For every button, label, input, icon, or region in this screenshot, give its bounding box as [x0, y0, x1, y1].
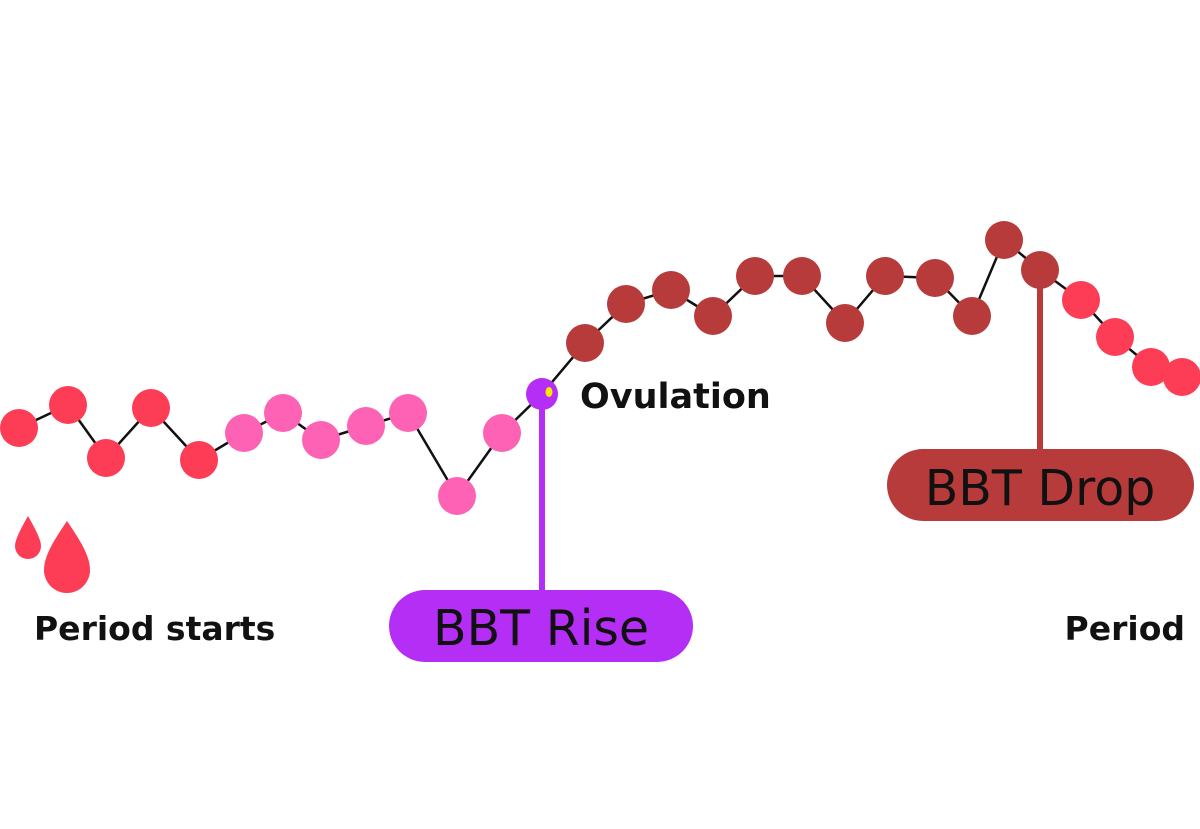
bbt-rise-badge: BBT Rise — [389, 590, 693, 662]
data-point-period — [1062, 281, 1100, 319]
bbt-drop-badge: BBT Drop — [887, 449, 1194, 521]
data-point-period — [1132, 348, 1170, 386]
data-point-period — [0, 409, 38, 447]
data-point-luteal — [652, 271, 690, 309]
data-point-luteal — [607, 285, 645, 323]
data-point-follicular — [264, 394, 302, 432]
data-point-luteal — [953, 297, 991, 335]
bbt-rise-label: BBT Rise — [433, 600, 649, 657]
data-point-period — [132, 389, 170, 427]
data-point-follicular — [225, 414, 263, 452]
data-point-period — [1096, 318, 1134, 356]
data-point-luteal — [826, 304, 864, 342]
data-point-period — [49, 386, 87, 424]
data-point-follicular — [389, 394, 427, 432]
bbt-rise-pill — [389, 590, 693, 662]
data-point-follicular — [438, 477, 476, 515]
data-point-luteal — [985, 221, 1023, 259]
ovulation-label: Ovulation — [580, 377, 771, 417]
data-point-luteal — [694, 297, 732, 335]
bbt-drop-pill — [887, 449, 1194, 521]
data-point-follicular — [347, 407, 385, 445]
data-point-luteal — [783, 257, 821, 295]
period-starts-label: Period starts — [34, 609, 275, 648]
temperature-points — [0, 221, 1200, 515]
bbt-drop-label: BBT Drop — [925, 460, 1156, 517]
data-point-luteal — [916, 259, 954, 297]
data-point-period — [1163, 358, 1200, 396]
data-point-luteal — [736, 257, 774, 295]
ovulation-egg-mark — [545, 387, 553, 397]
data-point-luteal — [866, 257, 904, 295]
annotation-stems — [539, 270, 1043, 592]
data-point-luteal — [566, 324, 604, 362]
blood-drop-icon — [15, 516, 41, 559]
data-point-follicular — [302, 421, 340, 459]
period-label: Period — [1065, 609, 1185, 648]
data-point-period — [87, 439, 125, 477]
blood-drop-icon — [44, 521, 90, 593]
data-point-period — [180, 441, 218, 479]
data-point-follicular — [483, 414, 521, 452]
data-point-luteal — [1021, 251, 1059, 289]
data-point-ovulation — [526, 378, 558, 410]
